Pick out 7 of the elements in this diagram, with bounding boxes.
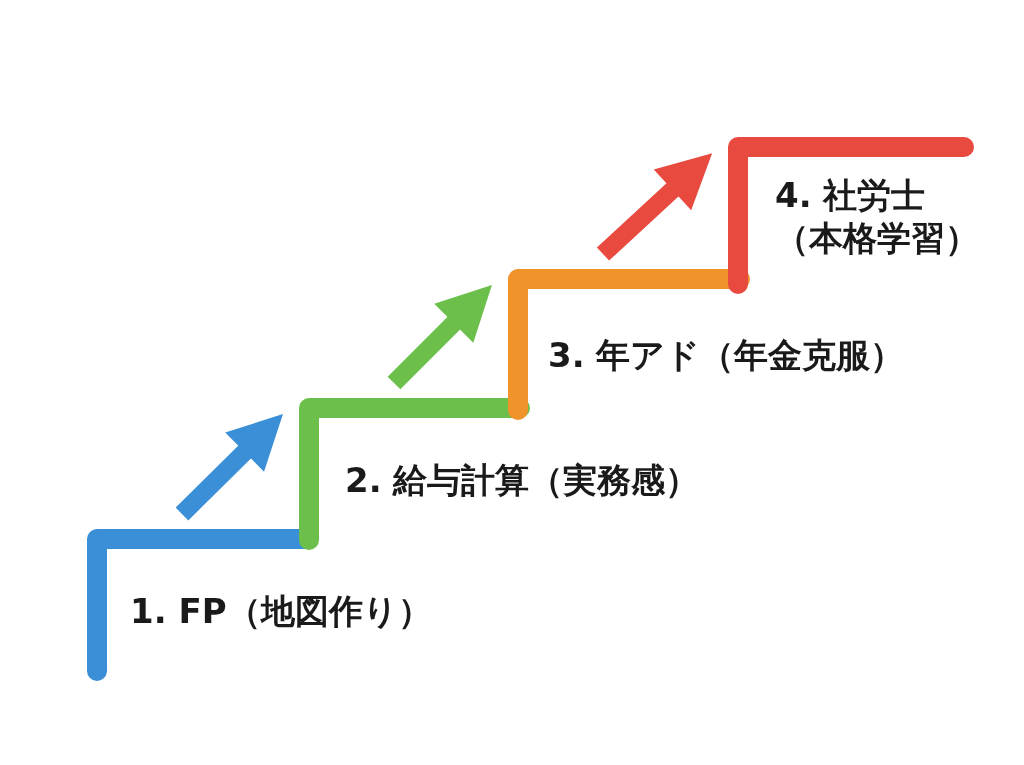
step-label: 1. FP（地図作り） bbox=[130, 590, 432, 633]
arrow bbox=[596, 153, 713, 261]
step-label: 4. 社労士（本格学習） bbox=[775, 174, 980, 259]
step-label: 2. 給与計算（実務感） bbox=[345, 459, 700, 502]
arrow bbox=[175, 414, 283, 521]
step-label: 3. 年アド（年金克服） bbox=[548, 334, 905, 377]
arrow bbox=[387, 285, 492, 390]
